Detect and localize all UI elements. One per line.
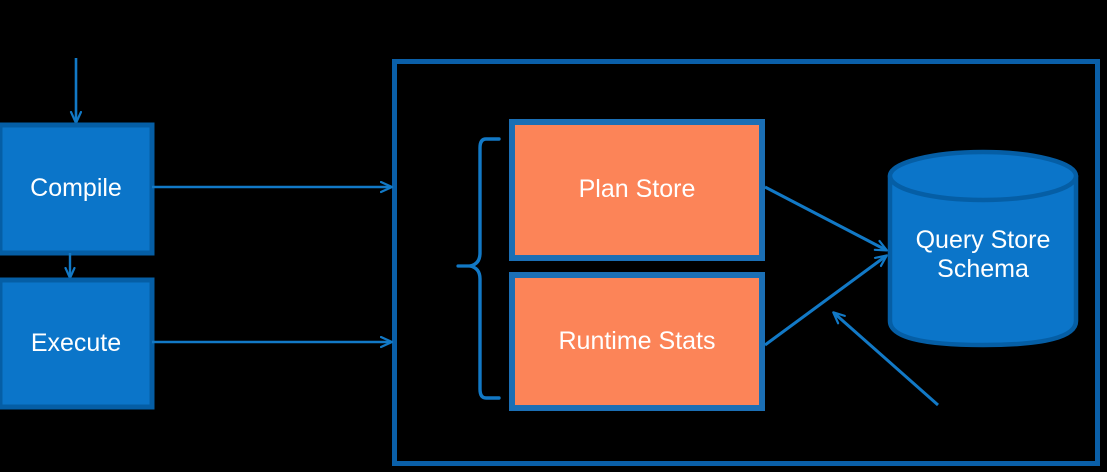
compile-box[interactable] bbox=[0, 122, 155, 256]
arrow-plan-store-to-schema bbox=[764, 185, 886, 250]
runtime-stats-box[interactable] bbox=[509, 272, 765, 411]
execute-box[interactable] bbox=[0, 277, 155, 410]
arrow-external-to-schema bbox=[834, 313, 939, 407]
group-brace-icon bbox=[468, 137, 501, 400]
query-store-container bbox=[392, 59, 1100, 466]
arrow-runtime-stats-to-schema bbox=[764, 256, 886, 347]
plan-store-box[interactable] bbox=[509, 119, 765, 261]
query-store-schema-cylinder[interactable] bbox=[887, 149, 1079, 348]
